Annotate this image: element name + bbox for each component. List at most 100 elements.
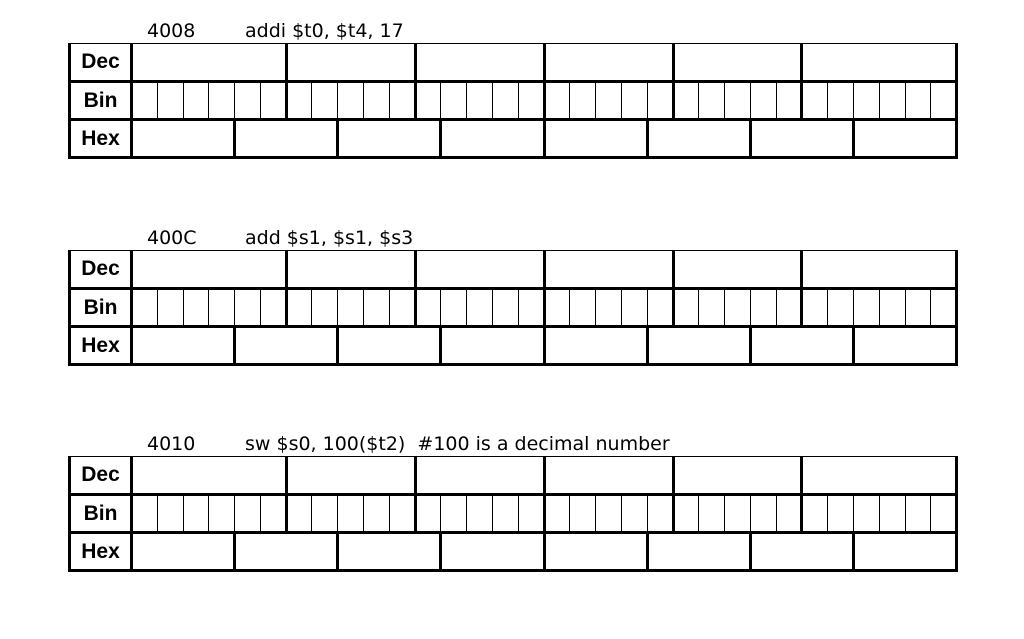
hex-digit-cell[interactable] <box>233 531 339 572</box>
bit-cell[interactable] <box>337 287 365 327</box>
bit-cell[interactable] <box>440 493 468 533</box>
bit-cell[interactable] <box>337 80 365 120</box>
bit-cell[interactable] <box>904 493 932 533</box>
hex-digit-cell[interactable] <box>336 325 442 366</box>
bit-cell[interactable] <box>542 493 571 533</box>
bit-cell[interactable] <box>595 80 622 120</box>
bit-cell[interactable] <box>569 80 597 120</box>
bit-cell[interactable] <box>208 287 236 327</box>
bit-cell[interactable] <box>749 493 777 533</box>
bit-cell[interactable] <box>542 80 571 120</box>
bit-cell[interactable] <box>337 493 365 533</box>
bit-cell[interactable] <box>671 80 700 120</box>
bit-cell[interactable] <box>156 287 184 327</box>
hex-digit-cell[interactable] <box>439 531 545 572</box>
bit-cell[interactable] <box>413 287 442 327</box>
bit-cell[interactable] <box>620 287 648 327</box>
bit-cell[interactable] <box>749 80 777 120</box>
bit-cell[interactable] <box>182 287 210 327</box>
hex-digit-cell[interactable] <box>542 325 648 366</box>
dec-field-cell[interactable] <box>413 250 545 289</box>
bit-cell[interactable] <box>259 287 287 327</box>
bit-cell[interactable] <box>724 493 751 533</box>
bit-cell[interactable] <box>131 493 158 533</box>
hex-digit-cell[interactable] <box>233 118 339 159</box>
bit-cell[interactable] <box>853 493 880 533</box>
dec-field-cell[interactable] <box>671 250 803 289</box>
hex-digit-cell[interactable] <box>748 118 855 159</box>
bit-cell[interactable] <box>620 80 648 120</box>
bit-cell[interactable] <box>800 493 829 533</box>
bit-cell[interactable] <box>775 80 803 120</box>
bit-cell[interactable] <box>878 493 906 533</box>
bit-cell[interactable] <box>800 80 829 120</box>
bit-cell[interactable] <box>595 287 622 327</box>
bit-cell[interactable] <box>311 493 339 533</box>
hex-digit-cell[interactable] <box>130 118 236 159</box>
bit-cell[interactable] <box>930 287 959 327</box>
dec-field-cell[interactable] <box>284 43 416 82</box>
bit-cell[interactable] <box>259 493 287 533</box>
hex-digit-cell[interactable] <box>233 325 339 366</box>
bit-cell[interactable] <box>698 287 726 327</box>
bit-cell[interactable] <box>853 287 880 327</box>
hex-digit-cell[interactable] <box>336 531 442 572</box>
dec-field-cell[interactable] <box>131 456 287 495</box>
bit-cell[interactable] <box>775 287 803 327</box>
dec-field-cell[interactable] <box>131 250 287 289</box>
hex-digit-cell[interactable] <box>336 118 442 159</box>
bit-cell[interactable] <box>284 493 313 533</box>
bit-cell[interactable] <box>904 287 932 327</box>
bit-cell[interactable] <box>388 493 416 533</box>
bit-cell[interactable] <box>363 287 390 327</box>
hex-digit-cell[interactable] <box>748 325 855 366</box>
bit-cell[interactable] <box>363 493 390 533</box>
bit-cell[interactable] <box>620 493 648 533</box>
bit-cell[interactable] <box>259 80 287 120</box>
dec-field-cell[interactable] <box>671 456 803 495</box>
hex-digit-cell[interactable] <box>542 531 648 572</box>
bit-cell[interactable] <box>156 80 184 120</box>
bit-cell[interactable] <box>466 80 493 120</box>
bit-cell[interactable] <box>284 287 313 327</box>
bit-cell[interactable] <box>517 287 545 327</box>
bit-cell[interactable] <box>234 493 261 533</box>
bit-cell[interactable] <box>775 493 803 533</box>
bit-cell[interactable] <box>827 80 854 120</box>
dec-field-cell[interactable] <box>800 456 959 495</box>
dec-field-cell[interactable] <box>413 43 545 82</box>
bit-cell[interactable] <box>413 493 442 533</box>
bit-cell[interactable] <box>491 493 519 533</box>
dec-field-cell[interactable] <box>284 456 416 495</box>
hex-digit-cell[interactable] <box>439 118 545 159</box>
bit-cell[interactable] <box>853 80 880 120</box>
bit-cell[interactable] <box>749 287 777 327</box>
hex-digit-cell[interactable] <box>645 531 751 572</box>
bit-cell[interactable] <box>517 493 545 533</box>
bit-cell[interactable] <box>363 80 390 120</box>
dec-field-cell[interactable] <box>542 456 674 495</box>
bit-cell[interactable] <box>671 493 700 533</box>
bit-cell[interactable] <box>569 287 597 327</box>
bit-cell[interactable] <box>234 287 261 327</box>
hex-digit-cell[interactable] <box>851 118 959 159</box>
bit-cell[interactable] <box>440 287 468 327</box>
bit-cell[interactable] <box>208 80 236 120</box>
hex-digit-cell[interactable] <box>439 325 545 366</box>
hex-digit-cell[interactable] <box>645 325 751 366</box>
bit-cell[interactable] <box>182 493 210 533</box>
bit-cell[interactable] <box>311 287 339 327</box>
bit-cell[interactable] <box>904 80 932 120</box>
dec-field-cell[interactable] <box>542 43 674 82</box>
bit-cell[interactable] <box>388 80 416 120</box>
hex-digit-cell[interactable] <box>851 531 959 572</box>
hex-digit-cell[interactable] <box>542 118 648 159</box>
bit-cell[interactable] <box>724 287 751 327</box>
hex-digit-cell[interactable] <box>130 531 236 572</box>
dec-field-cell[interactable] <box>542 250 674 289</box>
hex-digit-cell[interactable] <box>748 531 855 572</box>
bit-cell[interactable] <box>466 493 493 533</box>
bit-cell[interactable] <box>595 493 622 533</box>
bit-cell[interactable] <box>234 80 261 120</box>
bit-cell[interactable] <box>646 287 674 327</box>
